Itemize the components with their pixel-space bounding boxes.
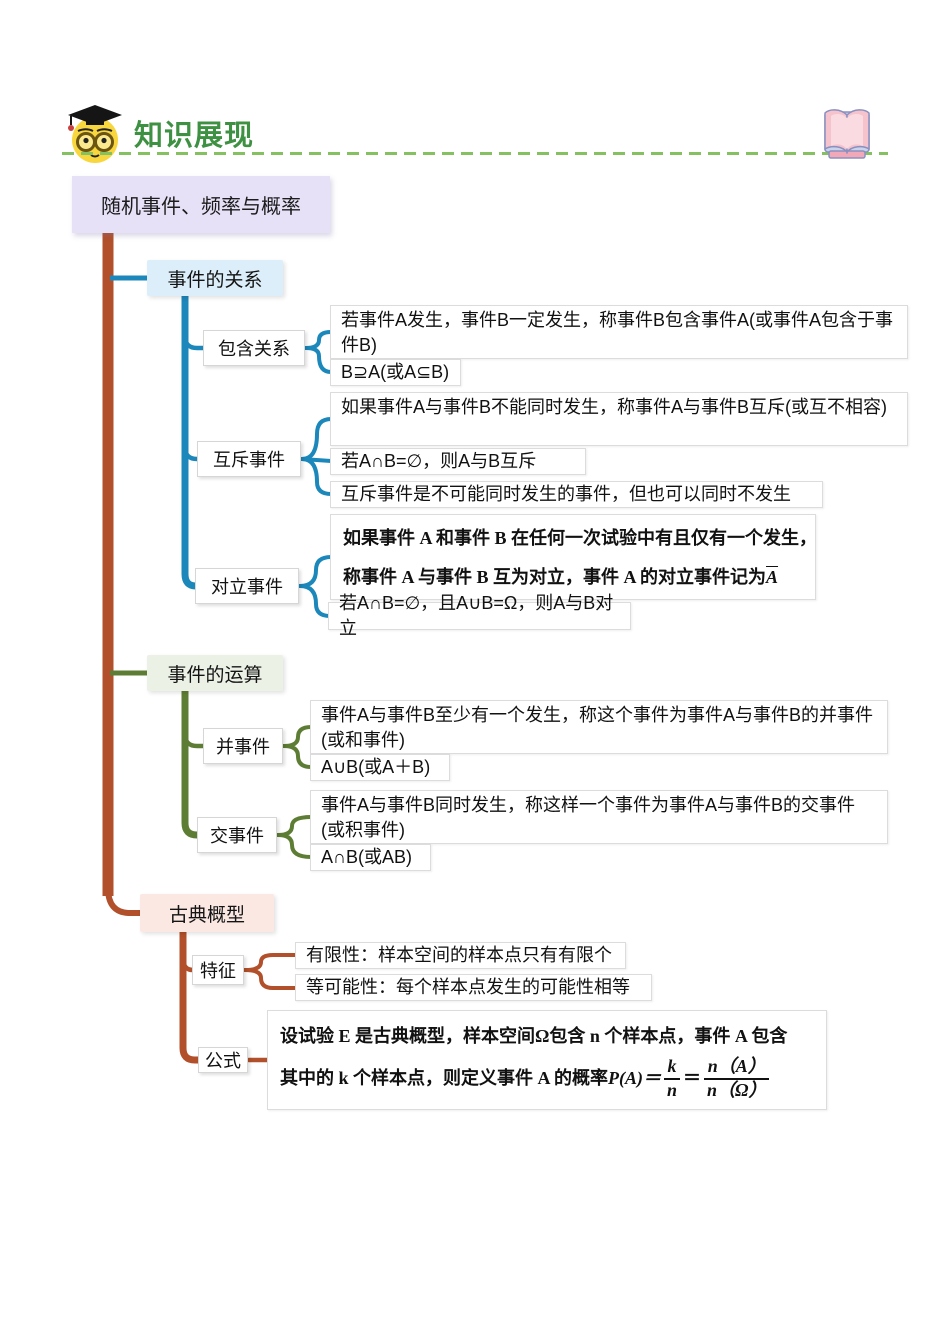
node-inclusion-relation: 包含关系 [203, 330, 305, 366]
leaf-mutex-notation: 若A∩B=∅，则A与B互斥 [330, 448, 586, 475]
graduate-face-icon [62, 104, 128, 166]
node-features: 特征 [192, 955, 244, 985]
node-intersection-event: 交事件 [197, 817, 277, 853]
node-union-event: 并事件 [203, 728, 283, 764]
leaf-mutex-note: 互斥事件是不可能同时发生的事件，但也可以同时不发生 [330, 481, 823, 508]
leaf-intersection-notation: A∩B(或AB) [310, 844, 431, 871]
leaf-equal-likelihood: 等可能性：每个样本点发生的可能性相等 [295, 974, 652, 1001]
probability-symbol: P(A)＝ [608, 1068, 662, 1089]
formula-line1: 设试验 E 是古典概型，样本空间Ω包含 n 个样本点，事件 A 包含 [280, 1026, 788, 1046]
node-mutually-exclusive: 互斥事件 [197, 441, 301, 477]
leaf-union-definition: 事件A与事件B至少有一个发生，称这个事件为事件A与事件B的并事件(或和事件) [310, 700, 888, 754]
leaf-intersection-definition: 事件A与事件B同时发生，称这样一个事件为事件A与事件B的交事件(或积事件) [310, 790, 888, 844]
formula-line2: 其中的 k 个样本点，则定义事件 A 的概率 P(A)＝ k n ＝ n（A） … [280, 1056, 814, 1101]
leaf-formula: 设试验 E 是古典概型，样本空间Ω包含 n 个样本点，事件 A 包含 其中的 k… [267, 1010, 827, 1110]
fraction-nA-over-nOmega: n（A） n（Ω） [704, 1056, 770, 1101]
leaf-opposite-line1: 如果事件 A 和事件 B 在任何一次试验中有且仅有一个发生， [343, 528, 818, 548]
leaf-opposite-definition: 如果事件 A 和事件 B 在任何一次试验中有且仅有一个发生， 称事件 A 与事件… [330, 514, 818, 600]
a-complement-symbol: A [766, 567, 779, 587]
root-node: 随机事件、频率与概率 [72, 176, 330, 233]
leaf-inclusion-definition: 若事件A发生，事件B一定发生，称事件B包含事件A(或事件A包含于事件B) [330, 305, 908, 359]
branch-event-relations: 事件的关系 [147, 260, 283, 296]
open-book-icon [816, 106, 878, 162]
leaf-opposite-notation: 若A∩B=∅，且A∪B=Ω，则A与B对立 [328, 593, 631, 638]
leaf-inclusion-notation: B⊇A(或A⊆B) [330, 359, 461, 386]
leaf-opposite-line2: 称事件 A 与事件 B 互为对立，事件 A 的对立事件记为A [343, 567, 779, 587]
node-formula: 公式 [198, 1047, 248, 1073]
header-divider [62, 152, 888, 155]
branch-classical-model: 古典概型 [140, 894, 274, 932]
fraction-k-over-n: k n [664, 1056, 681, 1101]
node-opposite-events: 对立事件 [195, 568, 299, 604]
leaf-mutex-definition: 如果事件A与事件B不能同时发生，称事件A与事件B互斥(或互不相容) [330, 392, 908, 446]
leaf-finiteness: 有限性：样本空间的样本点只有有限个 [295, 942, 626, 969]
branch-event-operations: 事件的运算 [147, 655, 283, 691]
leaf-union-notation: A∪B(或A＋B) [310, 754, 450, 781]
page-title: 知识展现 [134, 120, 255, 152]
